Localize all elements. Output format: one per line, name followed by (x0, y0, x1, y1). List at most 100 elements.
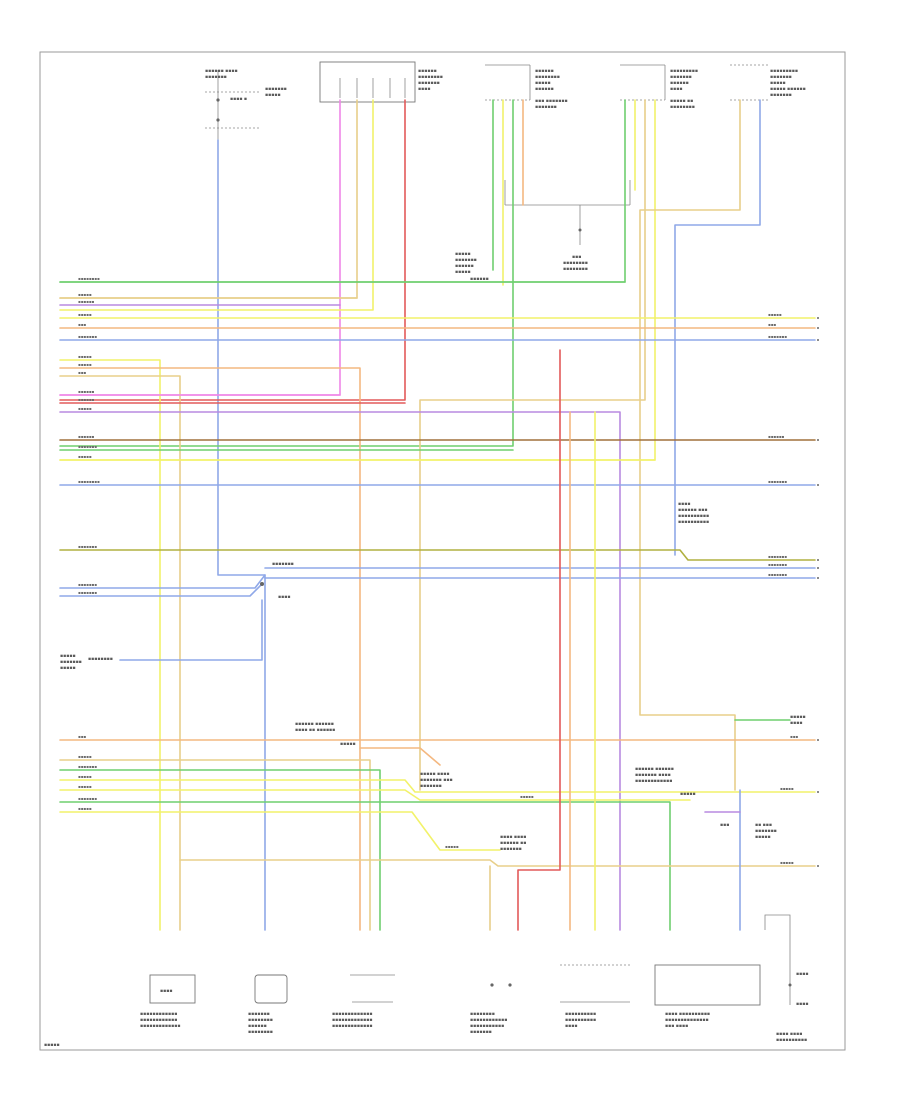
bus-wires-upper (59, 281, 816, 931)
svg-text:▪▪▪▪: ▪▪▪▪ (418, 87, 430, 92)
svg-text:▪▪▪▪▪▪: ▪▪▪▪▪▪ (470, 277, 489, 282)
svg-text:▪▪▪: ▪▪▪ (572, 255, 581, 260)
svg-text:▪▪▪▪▪▪▪▪: ▪▪▪▪▪▪▪▪ (248, 1018, 273, 1023)
svg-text:▪▪▪▪▪▪▪: ▪▪▪▪▪▪▪ (78, 590, 97, 595)
svg-text:▪▪▪▪: ▪▪▪▪ (790, 721, 802, 726)
svg-text:▪▪▪▪▪: ▪▪▪▪▪ (780, 860, 794, 865)
top-connector-block: ▪▪▪▪▪▪ ▪▪▪▪▪▪▪▪ ▪▪▪▪▪▪▪ ▪▪▪▪ (319, 61, 443, 103)
svg-text:▪▪▪ ▪▪▪▪▪▪▪: ▪▪▪ ▪▪▪▪▪▪▪ (535, 99, 568, 104)
svg-text:▪▪▪▪▪▪▪: ▪▪▪▪▪▪▪ (770, 75, 792, 80)
svg-text:▪▪▪▪▪▪▪: ▪▪▪▪▪▪▪ (60, 660, 82, 665)
wire-labels: ▪▪▪▪▪▪▪▪ ▪▪▪▪▪ ▪▪▪▪▪▪ ▪▪▪▪▪ ▪▪▪ ▪▪▪▪▪▪▪ … (60, 276, 806, 865)
svg-text:▪▪▪▪▪▪▪: ▪▪▪▪▪▪▪ (78, 796, 97, 801)
svg-text:▪▪▪▪▪: ▪▪▪▪▪ (78, 362, 92, 367)
svg-text:▪▪▪▪: ▪▪▪▪ (796, 972, 808, 977)
svg-text:▪▪▪▪▪▪▪: ▪▪▪▪▪▪▪ (78, 334, 97, 339)
svg-text:▪▪▪▪▪▪▪: ▪▪▪▪▪▪▪ (470, 1030, 492, 1035)
svg-text:▪▪▪▪▪: ▪▪▪▪▪ (790, 715, 806, 720)
svg-text:▪▪▪▪ ▪: ▪▪▪▪ ▪ (230, 97, 247, 102)
svg-text:▪▪▪▪▪▪▪: ▪▪▪▪▪▪▪ (768, 572, 787, 577)
svg-text:▪▪▪▪ ▪▪▪▪: ▪▪▪▪ ▪▪▪▪ (776, 1032, 802, 1037)
top-components: ▪▪▪▪▪▪ ▪▪▪▪ ▪▪▪▪▪▪▪ ▪▪▪▪ ▪ ▪▪▪▪▪▪▪ ▪▪▪▪▪… (205, 61, 806, 282)
svg-text:▪▪▪▪▪: ▪▪▪▪▪ (78, 784, 92, 789)
svg-text:▪▪▪▪▪: ▪▪▪▪▪ (78, 312, 92, 317)
svg-text:▪▪▪: ▪▪▪ (78, 370, 86, 375)
bus-wires-middle (59, 549, 816, 931)
svg-text:▪▪▪: ▪▪▪ (78, 734, 86, 739)
svg-text:▪▪▪▪: ▪▪▪▪ (278, 595, 290, 600)
svg-text:▪▪▪▪▪: ▪▪▪▪▪ (78, 354, 92, 359)
svg-text:▪▪▪▪▪▪: ▪▪▪▪▪▪ (670, 81, 689, 86)
svg-text:▪▪▪▪▪▪ ▪▪▪▪: ▪▪▪▪▪▪ ▪▪▪▪ (205, 69, 238, 74)
center-ground: ▪▪▪ ▪▪▪▪▪▪▪▪ ▪▪▪▪▪▪▪▪ ▪▪▪▪▪ ▪▪▪▪▪▪▪ ▪▪▪▪… (455, 180, 631, 282)
svg-text:▪▪▪▪▪: ▪▪▪▪▪ (265, 93, 281, 98)
svg-text:▪▪▪▪▪: ▪▪▪▪▪ (455, 270, 471, 275)
ignition-switch: ▪▪▪▪▪▪ ▪▪▪▪ ▪▪▪▪▪▪▪ ▪▪▪▪ ▪ ▪▪▪▪▪▪▪ ▪▪▪▪▪ (205, 69, 287, 140)
svg-text:▪▪▪▪▪▪▪▪▪▪: ▪▪▪▪▪▪▪▪▪▪ (565, 1012, 596, 1017)
svg-text:▪▪▪▪▪▪: ▪▪▪▪▪▪ (535, 87, 554, 92)
svg-text:▪▪▪▪▪▪: ▪▪▪▪▪▪ (78, 389, 95, 394)
svg-text:▪▪▪▪▪▪: ▪▪▪▪▪▪ (78, 299, 95, 304)
svg-text:▪▪▪▪▪▪▪: ▪▪▪▪▪▪▪ (420, 784, 442, 789)
svg-text:▪▪▪▪▪▪▪▪▪▪▪▪: ▪▪▪▪▪▪▪▪▪▪▪▪ (140, 1012, 177, 1017)
svg-text:▪▪▪▪▪▪▪: ▪▪▪▪▪▪▪ (500, 847, 522, 852)
svg-text:▪▪▪▪▪▪▪▪: ▪▪▪▪▪▪▪▪ (418, 75, 443, 80)
svg-text:▪▪▪▪▪: ▪▪▪▪▪ (520, 794, 534, 799)
diagram-frame (39, 51, 846, 1051)
svg-text:▪▪▪▪▪▪ ▪▪▪▪▪▪: ▪▪▪▪▪▪ ▪▪▪▪▪▪ (635, 767, 674, 772)
svg-text:▪▪▪▪▪▪▪ ▪▪▪▪: ▪▪▪▪▪▪▪ ▪▪▪▪ (635, 773, 671, 778)
svg-text:▪▪▪▪▪▪▪: ▪▪▪▪▪▪▪ (535, 105, 557, 110)
svg-text:▪▪▪ ▪▪▪▪: ▪▪▪ ▪▪▪▪ (665, 1024, 688, 1029)
svg-text:▪▪▪▪▪▪▪: ▪▪▪▪▪▪▪ (205, 75, 227, 80)
svg-text:▪▪▪▪▪▪▪▪▪▪: ▪▪▪▪▪▪▪▪▪▪ (678, 520, 709, 525)
svg-text:▪▪▪▪▪▪▪: ▪▪▪▪▪▪▪ (78, 544, 97, 549)
svg-text:▪▪▪▪▪▪ ▪▪▪: ▪▪▪▪▪▪ ▪▪▪ (678, 508, 707, 513)
svg-text:▪▪▪▪▪▪▪▪▪: ▪▪▪▪▪▪▪▪▪ (670, 69, 698, 74)
svg-text:▪▪▪▪▪▪▪▪▪▪▪▪▪: ▪▪▪▪▪▪▪▪▪▪▪▪▪ (332, 1024, 372, 1029)
svg-text:▪▪▪▪ ▪▪▪▪: ▪▪▪▪ ▪▪▪▪ (500, 835, 526, 840)
svg-text:▪▪▪▪▪: ▪▪▪▪▪ (60, 666, 76, 671)
svg-text:▪▪▪▪▪▪: ▪▪▪▪▪▪ (78, 397, 95, 402)
svg-text:▪▪▪▪▪▪: ▪▪▪▪▪▪ (535, 69, 554, 74)
svg-text:▪▪▪▪▪▪▪: ▪▪▪▪▪▪▪ (272, 562, 294, 567)
svg-text:▪▪▪▪▪: ▪▪▪▪▪ (78, 454, 92, 459)
bottom-sensor-1: ▪▪▪▪ ▪▪▪▪▪▪▪▪▪▪▪▪ ▪▪▪▪▪▪▪▪▪▪▪▪ ▪▪▪▪▪▪▪▪▪… (140, 974, 196, 1029)
bottom-components: ▪▪▪▪ ▪▪▪▪▪▪▪▪▪▪▪▪ ▪▪▪▪▪▪▪▪▪▪▪▪ ▪▪▪▪▪▪▪▪▪… (140, 914, 808, 1043)
svg-text:▪▪▪▪▪▪▪▪: ▪▪▪▪▪▪▪▪ (78, 276, 100, 281)
svg-text:▪▪▪▪▪▪: ▪▪▪▪▪▪ (768, 434, 785, 439)
svg-text:▪▪▪▪▪▪▪: ▪▪▪▪▪▪▪ (768, 554, 787, 559)
svg-text:▪▪▪▪▪▪: ▪▪▪▪▪▪ (78, 434, 95, 439)
svg-text:▪▪▪▪: ▪▪▪▪ (565, 1024, 577, 1029)
svg-text:▪▪▪▪▪▪▪: ▪▪▪▪▪▪▪ (418, 81, 440, 86)
svg-text:▪▪▪▪▪▪▪▪▪▪▪▪: ▪▪▪▪▪▪▪▪▪▪▪▪ (470, 1018, 507, 1023)
svg-text:▪▪▪▪▪▪▪: ▪▪▪▪▪▪▪ (455, 258, 477, 263)
svg-text:▪▪▪▪▪: ▪▪▪▪▪ (455, 252, 471, 257)
bottom-sensor-2: ▪▪▪▪▪▪▪ ▪▪▪▪▪▪▪▪ ▪▪▪▪▪▪ ▪▪▪▪▪▪▪▪ (248, 974, 288, 1035)
svg-text:▪▪▪▪▪▪▪▪▪▪▪▪▪▪: ▪▪▪▪▪▪▪▪▪▪▪▪▪▪ (665, 1018, 709, 1023)
svg-text:▪▪▪▪▪▪▪▪▪▪▪▪: ▪▪▪▪▪▪▪▪▪▪▪▪ (635, 779, 672, 784)
svg-text:▪▪▪▪▪: ▪▪▪▪▪ (78, 754, 92, 759)
svg-text:▪▪▪▪▪▪: ▪▪▪▪▪▪ (418, 69, 437, 74)
svg-text:▪▪▪▪: ▪▪▪▪ (670, 87, 682, 92)
svg-text:▪▪▪▪▪▪▪: ▪▪▪▪▪▪▪ (670, 75, 692, 80)
transmission-module: ▪▪▪▪▪▪▪▪▪ ▪▪▪▪▪▪▪ ▪▪▪▪▪ ▪▪▪▪▪ ▪▪▪▪▪▪ ▪▪▪… (730, 64, 806, 101)
svg-text:▪▪▪▪▪▪▪▪▪▪▪▪: ▪▪▪▪▪▪▪▪▪▪▪▪ (140, 1018, 177, 1023)
svg-text:▪▪▪▪: ▪▪▪▪ (678, 502, 690, 507)
svg-text:▪▪▪▪▪: ▪▪▪▪▪ (78, 806, 92, 811)
svg-text:▪▪▪▪▪: ▪▪▪▪▪ (755, 835, 771, 840)
svg-text:▪▪▪▪▪ ▪▪: ▪▪▪▪▪ ▪▪ (670, 99, 693, 104)
svg-text:▪▪▪▪▪ ▪▪▪▪▪▪: ▪▪▪▪▪ ▪▪▪▪▪▪ (770, 87, 806, 92)
svg-text:▪▪▪▪▪: ▪▪▪▪▪ (780, 786, 794, 791)
svg-text:▪▪▪▪▪▪▪▪▪▪▪▪▪: ▪▪▪▪▪▪▪▪▪▪▪▪▪ (332, 1018, 372, 1023)
svg-text:▪▪▪▪▪: ▪▪▪▪▪ (445, 844, 459, 849)
svg-text:▪▪▪▪▪▪▪▪: ▪▪▪▪▪▪▪▪ (88, 657, 113, 662)
svg-text:▪▪▪▪▪▪▪▪: ▪▪▪▪▪▪▪▪ (470, 1012, 495, 1017)
svg-text:▪▪▪▪▪▪▪▪: ▪▪▪▪▪▪▪▪ (248, 1030, 273, 1035)
svg-text:▪▪▪▪▪▪▪: ▪▪▪▪▪▪▪ (755, 829, 777, 834)
svg-text:▪▪▪▪▪▪▪: ▪▪▪▪▪▪▪ (248, 1012, 270, 1017)
svg-text:▪▪▪▪▪▪▪: ▪▪▪▪▪▪▪ (78, 444, 97, 449)
svg-text:▪▪▪▪▪ ▪▪▪▪: ▪▪▪▪▪ ▪▪▪▪ (420, 772, 449, 777)
svg-text:▪▪▪▪▪▪▪▪▪▪: ▪▪▪▪▪▪▪▪▪▪ (776, 1038, 807, 1043)
svg-text:▪▪▪: ▪▪▪ (790, 734, 798, 739)
